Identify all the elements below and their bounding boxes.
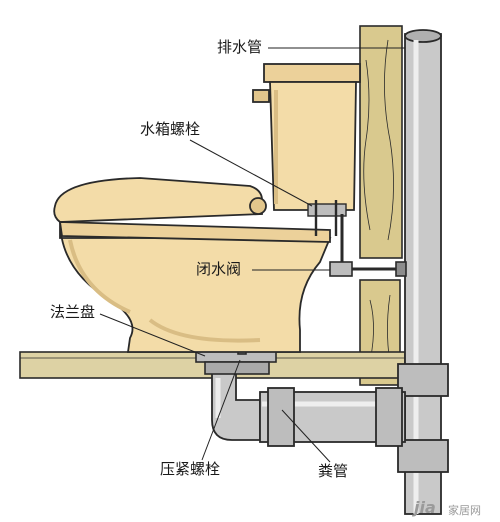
leader-lines [99,47,405,463]
label-shutoff-valve: 闭水阀 [196,260,242,278]
label-compression-bolt: 压紧螺栓 [160,460,221,478]
vertical-drain-pipe [397,29,449,515]
supply-line [329,214,407,277]
wall-wood [359,25,403,386]
watermark-site: 家居网 [448,504,481,517]
label-drain-pipe: 排水管 [217,38,263,56]
toilet-seat [53,177,331,243]
watermark-brand: jia [414,498,436,517]
label-flange: 法兰盘 [50,303,96,321]
toilet-bowl [59,219,332,353]
toilet-tank [252,63,361,211]
waste-pipe-assembly [211,371,406,447]
label-waste-pipe: 粪管 [318,462,349,480]
label-tank-bolt: 水箱螺栓 [140,120,201,138]
tank-bolts [307,200,347,236]
